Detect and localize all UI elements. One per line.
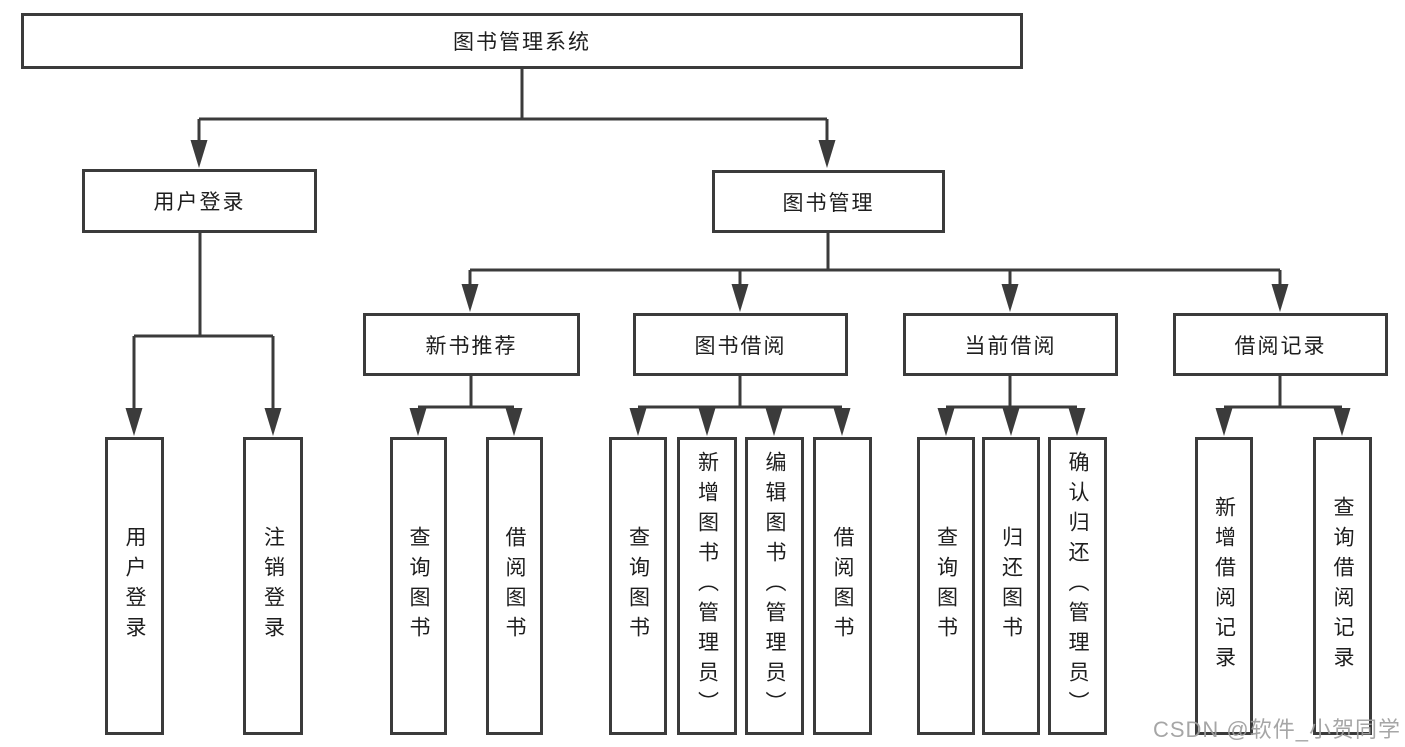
- node-label: 查询图书: [626, 526, 650, 646]
- node-label: 查询图书: [934, 526, 958, 646]
- node-leaf-borrow-book-2: 借阅图书: [813, 437, 872, 735]
- csdn-watermark: CSDN @软件_小贺同学: [1152, 717, 1401, 742]
- node-leaf-query-book-3: 查询图书: [917, 437, 975, 735]
- node-label: 新书推荐: [425, 334, 518, 358]
- node-leaf-edit-book-admin: 编辑图书（管理员）: [745, 437, 804, 735]
- arrowhead-icons: [125, 140, 1351, 436]
- node-label: 查询借阅记录: [1331, 496, 1355, 676]
- node-borrow-record: 借阅记录: [1173, 313, 1388, 376]
- node-label: 借阅图书: [831, 526, 855, 646]
- node-user-login: 用户登录: [82, 169, 317, 233]
- node-book-borrow: 图书借阅: [633, 313, 848, 376]
- node-new-book-recommend: 新书推荐: [363, 313, 580, 376]
- node-leaf-user-login: 用户登录: [105, 437, 164, 735]
- node-label: 确认归还（管理员）: [1066, 451, 1090, 721]
- node-label: 查询图书: [407, 526, 431, 646]
- node-label: 借阅记录: [1234, 334, 1327, 358]
- node-label: 新增图书（管理员）: [695, 451, 719, 721]
- node-label: 用户登录: [123, 526, 147, 646]
- node-label: 当前借阅: [964, 334, 1057, 358]
- node-label: 借阅图书: [503, 526, 527, 646]
- node-leaf-confirm-return-admin: 确认归还（管理员）: [1048, 437, 1107, 735]
- node-leaf-borrow-book-1: 借阅图书: [486, 437, 543, 735]
- node-leaf-query-book-2: 查询图书: [609, 437, 667, 735]
- node-label: 新增借阅记录: [1212, 496, 1236, 676]
- node-label: 编辑图书（管理员）: [763, 451, 787, 721]
- node-current-borrow: 当前借阅: [903, 313, 1118, 376]
- node-leaf-add-borrow-record: 新增借阅记录: [1195, 437, 1253, 735]
- node-label: 用户登录: [153, 191, 246, 214]
- node-label: 图书管理系统: [453, 31, 591, 54]
- node-book-management: 图书管理: [712, 170, 945, 233]
- node-leaf-query-book-1: 查询图书: [390, 437, 447, 735]
- node-leaf-logout: 注销登录: [243, 437, 303, 735]
- node-leaf-return-book: 归还图书: [982, 437, 1040, 735]
- node-label: 图书管理: [782, 191, 875, 215]
- node-label: 图书借阅: [694, 334, 787, 358]
- node-leaf-add-book-admin: 新增图书（管理员）: [677, 437, 737, 735]
- node-label: 注销登录: [261, 526, 285, 646]
- node-leaf-query-borrow-record: 查询借阅记录: [1313, 437, 1372, 735]
- node-root-library-system: 图书管理系统: [21, 13, 1023, 69]
- node-label: 归还图书: [999, 526, 1023, 646]
